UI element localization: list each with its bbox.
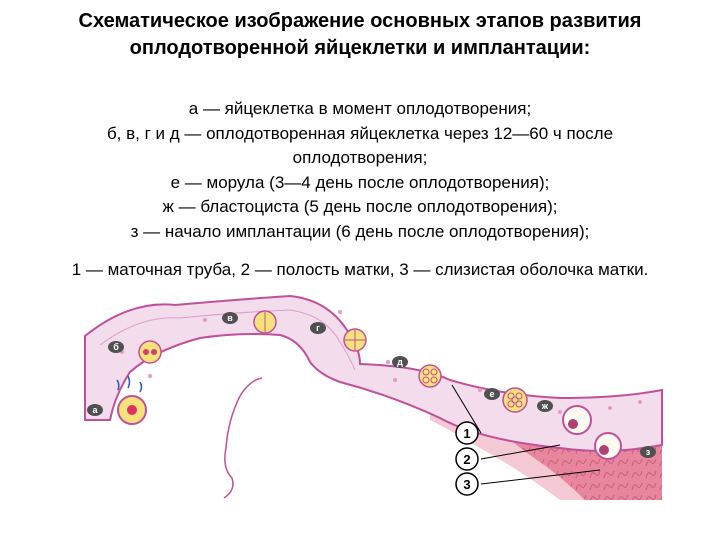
- egg-stage-b: [138, 340, 162, 364]
- stage-label-z: з: [640, 446, 656, 458]
- legend-line: е — морула (3—4 день после оплодотворени…: [170, 172, 550, 192]
- svg-text:з: з: [646, 447, 651, 457]
- stage-legend: а — яйцеклетка в момент оплодотворения; …: [0, 97, 720, 244]
- egg-stage-d: [418, 364, 442, 388]
- legend-line: б, в, г и д — оплодотворенная яйцеклетка…: [106, 123, 614, 143]
- egg-stage-a: [117, 395, 147, 425]
- number-label-3: 3: [455, 472, 479, 496]
- svg-text:3: 3: [463, 477, 470, 492]
- svg-text:ж: ж: [541, 401, 549, 411]
- legend-line: з — начало имплантации (6 день после опл…: [130, 221, 590, 241]
- stage-label-d: д: [392, 356, 408, 368]
- stage-label-g: г: [310, 322, 326, 334]
- implantation-stage-z: [594, 432, 622, 460]
- blastocyst-stage-zh: [562, 405, 592, 435]
- numbers-legend: 1 — маточная труба, 2 — полость матки, 3…: [71, 260, 649, 279]
- svg-text:г: г: [316, 323, 320, 333]
- legend-line: оплодотворения;: [292, 148, 428, 167]
- stage-label-zh: ж: [537, 400, 553, 412]
- svg-text:б: б: [113, 342, 119, 352]
- stage-label-b: б: [108, 341, 124, 353]
- legend-line: ж — бластоциста (5 день после оплодотвор…: [162, 197, 558, 216]
- morula-stage-e: [502, 387, 528, 413]
- svg-text:а: а: [92, 405, 98, 415]
- svg-text:е: е: [489, 389, 494, 399]
- stage-label-a: а: [87, 404, 103, 416]
- number-label-2: 2: [455, 447, 479, 471]
- number-label-1: 1: [455, 421, 479, 445]
- legend-line: а — яйцеклетка в момент оплодотворения;: [188, 99, 532, 118]
- svg-text:1: 1: [463, 426, 470, 441]
- svg-text:д: д: [397, 357, 403, 367]
- svg-text:в: в: [227, 313, 233, 323]
- sperm-cells: [116, 375, 143, 393]
- title-line-2: оплодотворенной яйцеклетки и имплантации…: [129, 37, 591, 59]
- page-title: Схематическое изображение основных этапо…: [0, 8, 720, 62]
- stage-label-e: е: [484, 388, 500, 400]
- egg-stage-v: [253, 310, 277, 334]
- stage-label-v: в: [222, 312, 238, 324]
- title-line-1: Схематическое изображение основных этапо…: [78, 10, 642, 32]
- leader-lines: [451, 384, 601, 485]
- egg-stage-g: [343, 328, 367, 352]
- svg-text:2: 2: [463, 452, 470, 467]
